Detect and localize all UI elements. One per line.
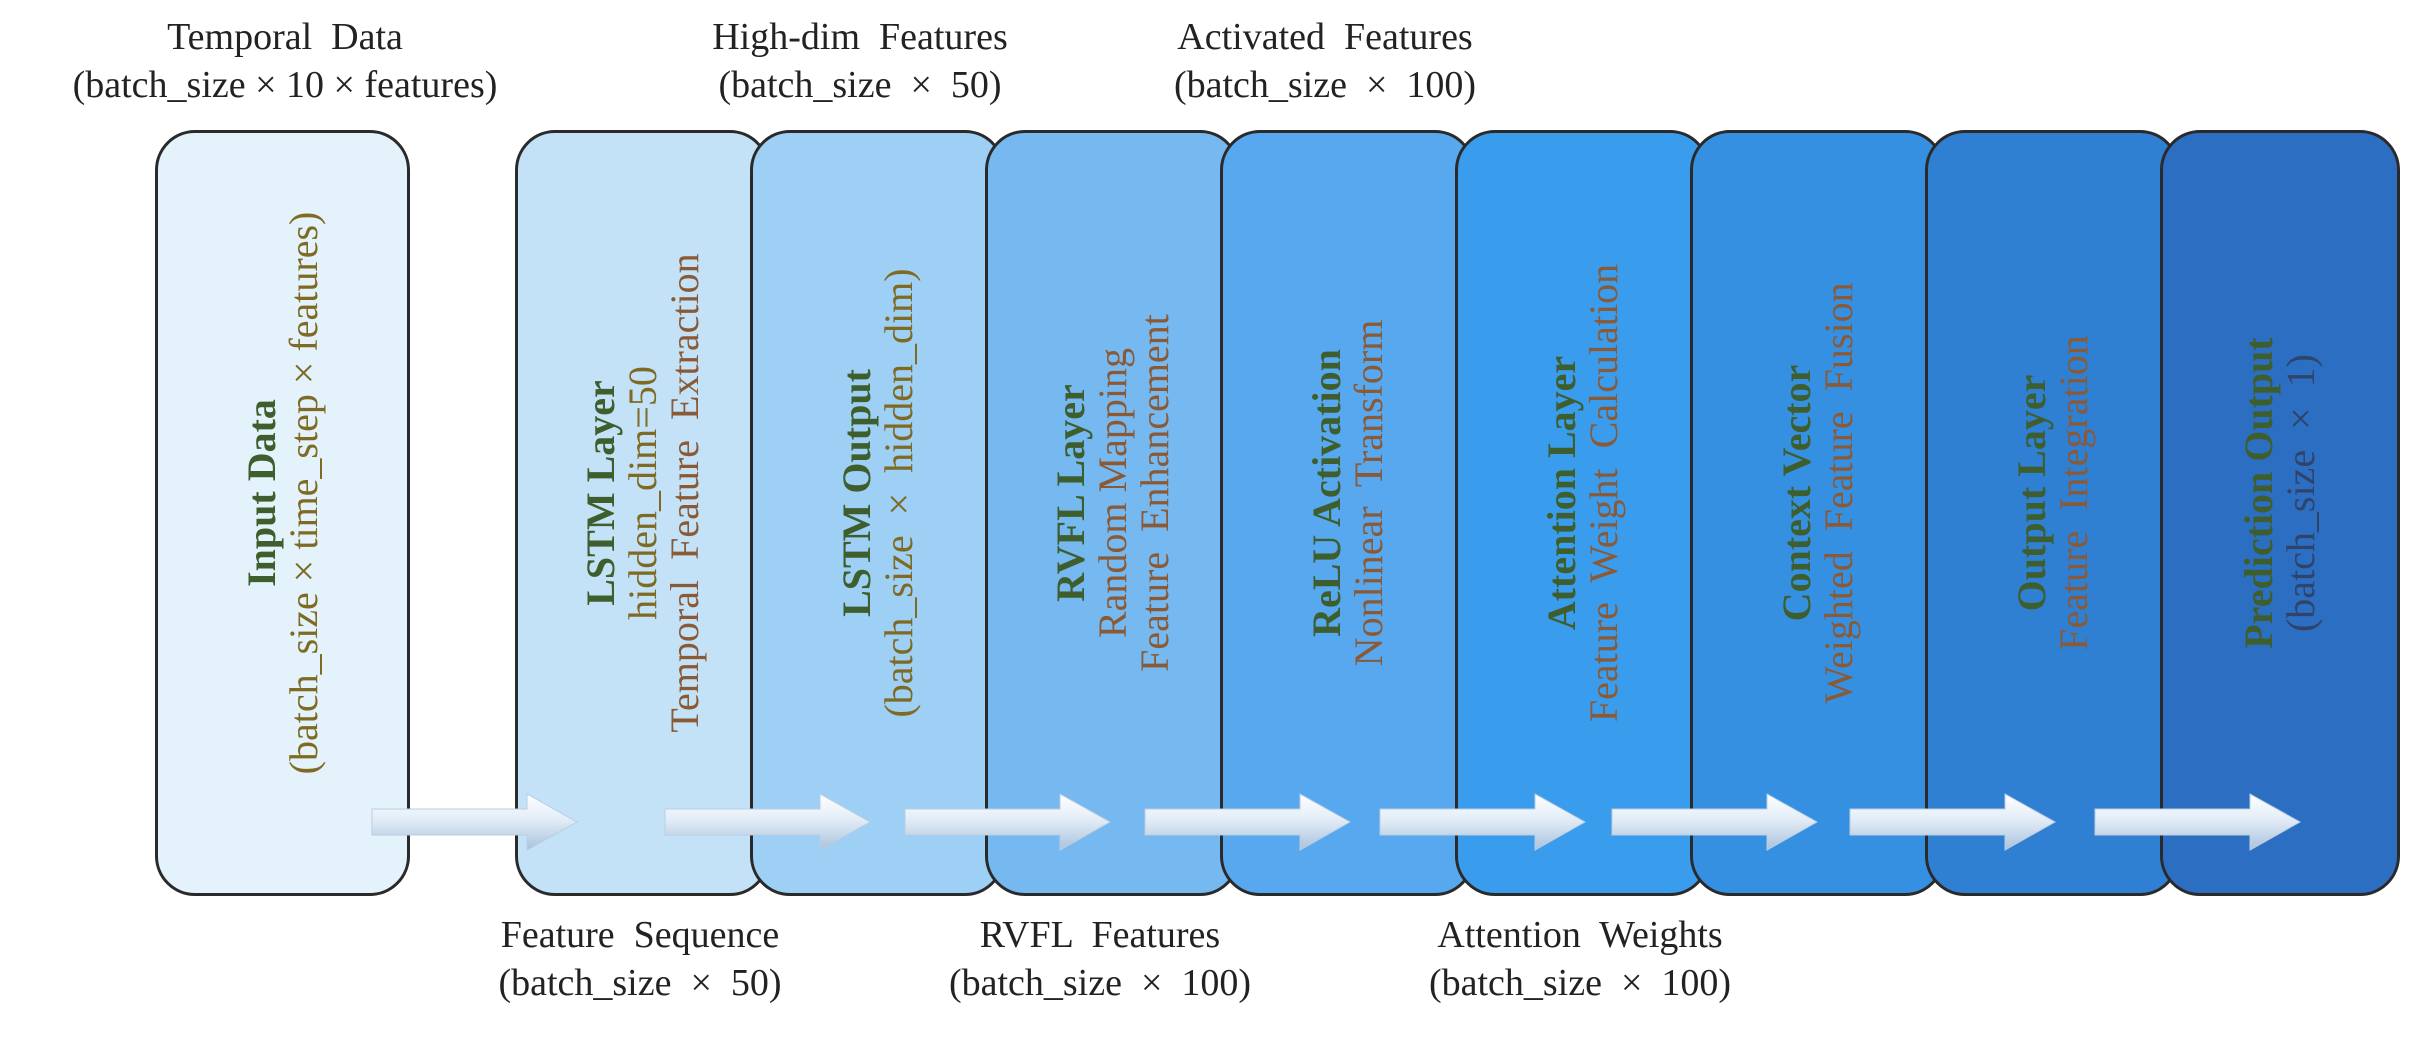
attention-weights-label-shape: (batch_size × 100) bbox=[1428, 961, 1732, 1004]
high-dim-features-label-title: High-dim Features bbox=[712, 16, 1008, 58]
high-dim-features-label-shape: (batch_size × 50) bbox=[718, 63, 1002, 106]
rvfl-features-label: RVFL Features (batch_size × 100) bbox=[949, 912, 1251, 1007]
flow-arrow-5 bbox=[1379, 793, 1587, 851]
feature-sequence-label-title: Feature Sequence bbox=[500, 914, 780, 956]
temporal-data-label-shape: (batch_size × 10 × features) bbox=[72, 63, 498, 106]
rvfl-features-label-title: RVFL Features bbox=[979, 914, 1221, 956]
flow-arrow-4 bbox=[1144, 793, 1352, 851]
flow-arrow-8 bbox=[2094, 793, 2302, 851]
temporal-data-label-title: Temporal Data bbox=[167, 16, 403, 58]
activated-features-label-shape: (batch_size × 100) bbox=[1173, 63, 1477, 106]
temporal-data-label: Temporal Data (batch_size × 10 × features… bbox=[73, 14, 498, 109]
activated-features-label-title: Activated Features bbox=[1177, 16, 1473, 58]
feature-sequence-label: Feature Sequence (batch_size × 50) bbox=[498, 912, 781, 1007]
attention-weights-label-title: Attention Weights bbox=[1437, 914, 1723, 956]
lstm-output-block: LSTM Output(batch_size × hidden_dim) bbox=[750, 130, 1005, 896]
high-dim-features-label: High-dim Features (batch_size × 50) bbox=[712, 14, 1008, 109]
flow-arrow-1 bbox=[371, 793, 579, 851]
prediction-output-block: Prediction Output(batch_size × 1) bbox=[2160, 130, 2400, 896]
activated-features-label: Activated Features (batch_size × 100) bbox=[1174, 14, 1476, 109]
rvfl-features-label-shape: (batch_size × 100) bbox=[948, 961, 1252, 1004]
input-data-block: Input Data(batch_size × time_step × feat… bbox=[155, 130, 410, 896]
attention-weights-label: Attention Weights (batch_size × 100) bbox=[1429, 912, 1731, 1007]
feature-sequence-label-shape: (batch_size × 50) bbox=[498, 961, 782, 1004]
flow-arrow-6 bbox=[1611, 793, 1819, 851]
flow-arrow-7 bbox=[1849, 793, 2057, 851]
flow-arrow-2 bbox=[664, 793, 872, 851]
flow-arrow-3 bbox=[904, 793, 1112, 851]
